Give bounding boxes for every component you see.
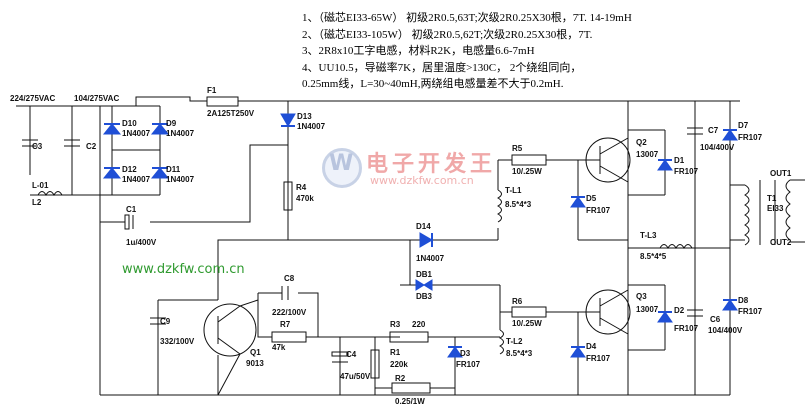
label-f1: F1 (207, 86, 217, 95)
label-c8: C8 (284, 274, 295, 283)
label-d12: D12 (122, 165, 137, 174)
watermark-logo: W 电子开发王 www.dzkfw.com.cn (322, 148, 522, 188)
label-d9v: 1N4007 (166, 129, 195, 138)
label-d4: D4 (586, 342, 597, 351)
label-r5: R5 (512, 144, 523, 153)
capacitors (22, 127, 703, 363)
label-r5v: 10/.25W (512, 167, 542, 176)
label-r3: R3 (390, 320, 401, 329)
label-q3v: 13007 (636, 305, 659, 314)
label-d13: D13 (297, 112, 312, 121)
label-d8v: FR107 (738, 307, 763, 316)
label-d1: D1 (674, 156, 685, 165)
label-r6: R6 (512, 297, 523, 306)
label-d8: D8 (738, 296, 749, 305)
label-d7v: FR107 (738, 133, 763, 142)
label-r7: R7 (280, 320, 291, 329)
label-q2v: 13007 (636, 150, 659, 159)
label-c6: C6 (710, 315, 721, 324)
label-c1: C1 (126, 205, 137, 214)
label-r6v: 10/.25W (512, 319, 542, 328)
watermark-title: 电子开发王 (366, 152, 497, 177)
label-c7v: 104/400V (700, 143, 735, 152)
label-d11v: 1N4007 (166, 175, 195, 184)
transistors (203, 137, 631, 396)
label-c3: C3 (32, 142, 43, 151)
label-r2v: 0.25/1W (395, 397, 425, 406)
site-url: www.dzkfw.com.cn (122, 262, 245, 277)
label-r1v: 220k (390, 360, 408, 369)
note-5: 0.25mm线，L=30~40mH,两绕组电感量差不大于0.2mH. (302, 78, 564, 90)
label-c1v: 1u/400V (126, 238, 157, 247)
label-d1v: FR107 (674, 167, 699, 176)
label-d5v: FR107 (586, 206, 611, 215)
label-ac-in2: 104/275VAC (74, 94, 119, 103)
label-l01: L-01 (32, 181, 49, 190)
inductors (37, 179, 791, 355)
label-tl1v: 8.5*4*3 (505, 200, 532, 209)
label-d11: D11 (166, 165, 181, 174)
watermark-url: www.dzkfw.com.cn (370, 174, 474, 187)
label-tl1: T-L1 (505, 186, 522, 195)
label-c9v: 332/100V (160, 337, 195, 346)
label-r4: R4 (296, 183, 307, 192)
label-d9: D9 (166, 119, 177, 128)
label-d4v: FR107 (586, 354, 611, 363)
label-q1: Q1 (250, 348, 261, 357)
note-2: 2、（磁芯EI33-105W） 初级2R0.5,62T;次级2R0.25X30根… (302, 28, 593, 41)
note-4: 4、UU10.5，导磁率7K，居里温度>130C， 2个绕组同向， (302, 61, 582, 74)
label-d10v: 1N4007 (122, 129, 151, 138)
label-c6v: 104/400V (708, 326, 743, 335)
label-d12v: 1N4007 (122, 175, 151, 184)
label-r4v: 470k (296, 194, 314, 203)
label-t1: T1 (767, 194, 777, 203)
label-r1: R1 (390, 348, 401, 357)
label-tl2: T-L2 (506, 337, 523, 346)
label-d2: D2 (674, 306, 685, 315)
label-c9: C9 (160, 317, 171, 326)
note-3: 3、2R8x10工字电感，材料R2K，电感量6.6-7mH (302, 45, 535, 57)
label-c7: C7 (708, 126, 719, 135)
label-d10: D10 (122, 119, 137, 128)
label-d5: D5 (586, 194, 597, 203)
label-d3v: FR107 (456, 360, 481, 369)
label-c8v: 222/100V (272, 308, 307, 317)
label-tl3: T-L3 (640, 231, 657, 240)
wires (16, 96, 805, 396)
label-q1v: 9013 (246, 359, 264, 368)
watermark-letter: W (329, 151, 354, 176)
label-l2: L2 (32, 198, 42, 207)
label-out1: OUT1 (770, 169, 792, 178)
label-ac-in1: 224/275VAC (10, 94, 55, 103)
label-f1v: 2A125T250V (207, 109, 255, 118)
label-c4v: 47u/50V (340, 372, 371, 381)
label-d14: D14 (416, 222, 431, 231)
component-labels: 224/275VAC 104/275VAC C3 C2 L-01 L2 D10 … (10, 86, 792, 406)
label-out2: OUT2 (770, 238, 792, 247)
label-tl3v: 8.5*4*5 (640, 252, 667, 261)
watermark-emblem (322, 148, 362, 188)
label-d7: D7 (738, 121, 749, 130)
resistors (206, 96, 547, 394)
diodes (102, 113, 738, 358)
label-c4: C4 (346, 350, 357, 359)
label-q2: Q2 (636, 138, 647, 147)
label-d3: D3 (460, 349, 471, 358)
label-t1v: EI33 (767, 204, 784, 213)
label-c2: C2 (86, 142, 97, 151)
winding-notes: 1、（磁芯EI33-65W） 初级2R0.5,63T;次级2R0.25X30根，… (302, 10, 802, 93)
label-tl2v: 8.5*4*3 (506, 349, 533, 358)
label-r3v: 220 (412, 320, 426, 329)
label-q3: Q3 (636, 292, 647, 301)
note-1: 1、（磁芯EI33-65W） 初级2R0.5,63T;次级2R0.25X30根，… (302, 12, 632, 24)
label-db3: DB3 (416, 292, 433, 301)
label-r2: R2 (395, 374, 406, 383)
label-d14v: 1N4007 (416, 254, 445, 263)
label-d13v: 1N4007 (297, 122, 326, 131)
label-r7v: 47k (272, 343, 286, 352)
label-d2v: FR107 (674, 324, 699, 333)
label-db1: DB1 (416, 270, 433, 279)
